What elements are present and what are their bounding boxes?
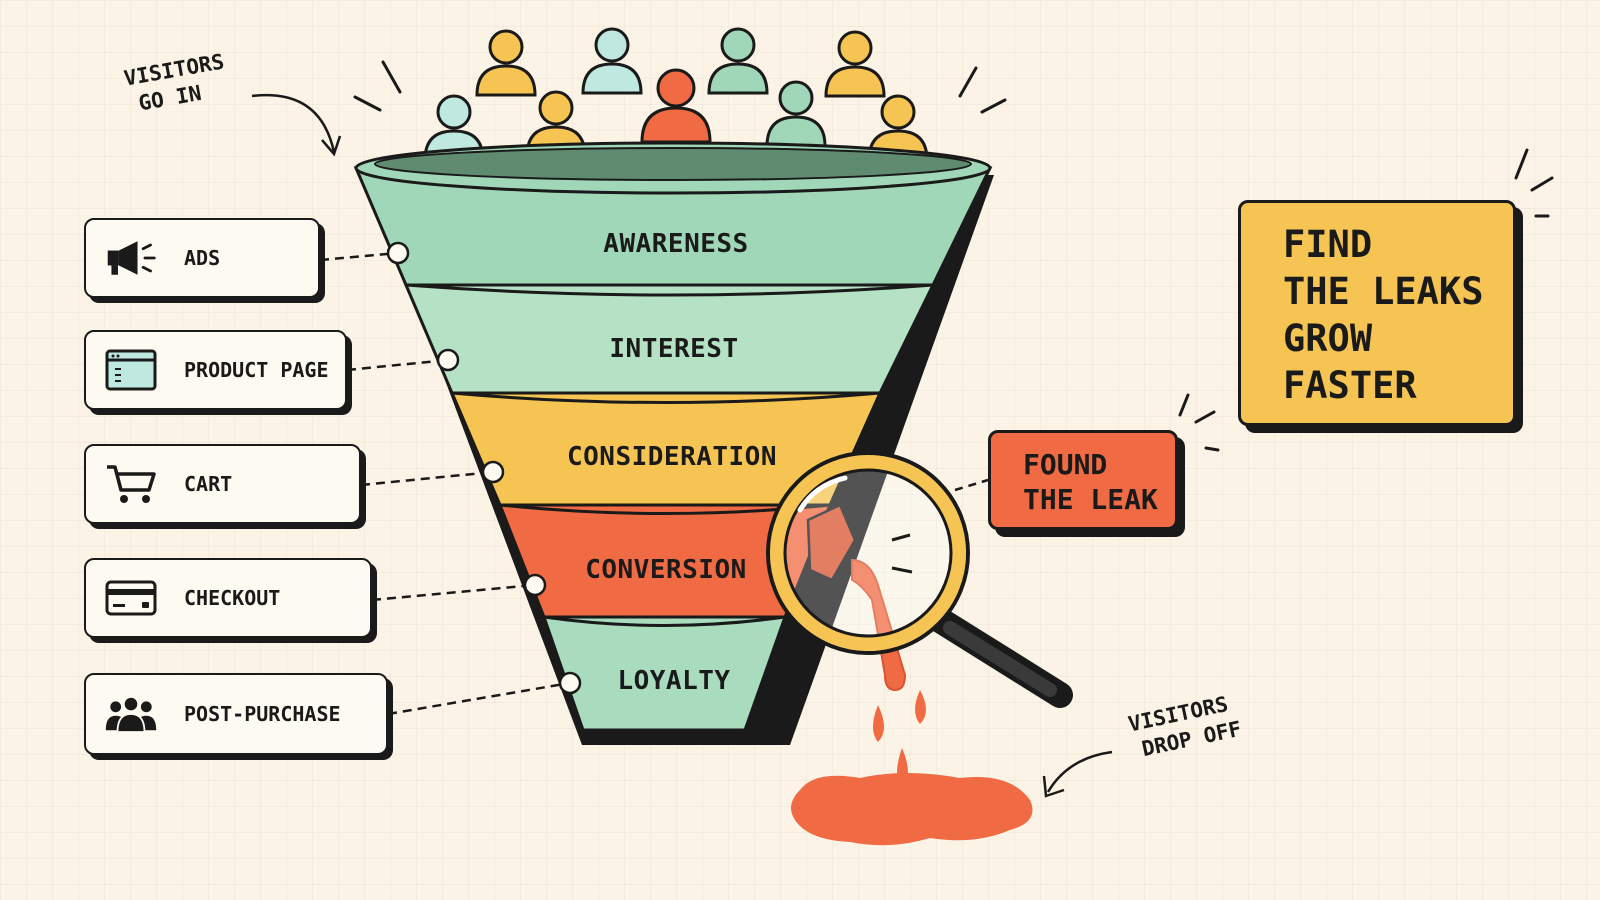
visitor-icon: [765, 80, 827, 148]
touchpoint-product-page: PRODUCT PAGE: [84, 330, 347, 410]
visitor-icon: [824, 30, 886, 98]
crack-mark: [806, 503, 857, 582]
leak-callout-line2: THE LEAK: [1023, 483, 1158, 516]
visitor-icon: [640, 68, 712, 144]
touchpoint-cart: CART: [84, 444, 361, 524]
magnifying-glass-icon: [766, 451, 1073, 708]
people-group-icon: [104, 692, 158, 736]
touchpoint-label: CHECKOUT: [184, 586, 281, 610]
touchpoint-label: POST-PURCHASE: [184, 702, 341, 726]
touchpoint-label: CART: [184, 472, 233, 496]
shopping-cart-icon: [104, 462, 158, 506]
leak-stream: [851, 558, 907, 692]
visitors-crowd: [423, 27, 929, 162]
leak-callout-line1: FOUND: [1023, 448, 1108, 481]
band-curves: [405, 283, 934, 739]
stage-label-interest: INTEREST: [609, 334, 739, 364]
touchpoint-checkout: CHECKOUT: [84, 558, 372, 638]
leak-callout: FOUND THE LEAK: [988, 430, 1178, 530]
visitors-out-arrow: [1046, 750, 1113, 793]
browser-window-icon: [104, 348, 158, 392]
connector-lines: [319, 251, 571, 716]
headline-line3: GROW: [1283, 317, 1373, 360]
stage-label-consideration: CONSIDERATION: [567, 442, 777, 472]
credit-card-icon: [104, 576, 158, 620]
headline-line4: FASTER: [1283, 364, 1417, 407]
megaphone-icon: [104, 236, 158, 280]
visitors-in-arrow: [251, 93, 336, 153]
visitors-out-arrowhead: [1042, 775, 1065, 798]
funnel-opening: [374, 147, 972, 181]
stage-label-awareness: AWARENESS: [603, 229, 749, 259]
headline-callout: FIND THE LEAKS GROW FASTER: [1238, 200, 1516, 426]
touchpoint-label: ADS: [184, 246, 221, 270]
touchpoint-post-purchase: POST-PURCHASE: [84, 673, 388, 755]
motion-sparks: [353, 60, 1554, 452]
leak-callout-connector: [954, 478, 989, 492]
leak-puddle: [791, 773, 1033, 846]
visitor-icon: [581, 27, 643, 95]
visitor-icon: [707, 27, 769, 95]
headline-line1: FIND: [1283, 223, 1373, 266]
visitor-icon: [475, 29, 537, 97]
touchpoint-ads: ADS: [84, 218, 320, 298]
stage-label-conversion: CONVERSION: [585, 555, 747, 585]
connector-dots: [386, 241, 582, 695]
headline-line2: THE LEAKS: [1283, 270, 1484, 313]
visitors-in-arrowhead: [321, 135, 342, 157]
touchpoint-label: PRODUCT PAGE: [184, 358, 329, 382]
stage-label-loyalty: LOYALTY: [617, 666, 731, 696]
